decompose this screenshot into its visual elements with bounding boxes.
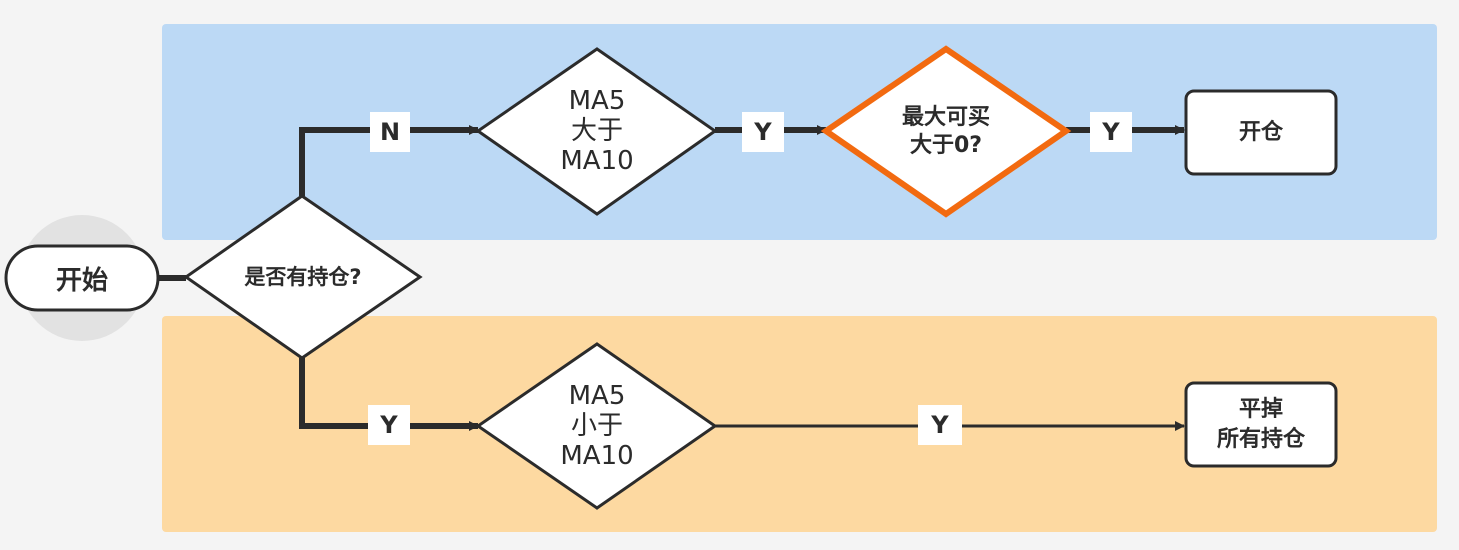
ma5-gt-line-2: 大于 [570, 116, 623, 146]
bottom-swimlane [162, 316, 1437, 532]
edge-label-top-yes-1: Y [742, 112, 784, 152]
edge-label-no: N [370, 112, 410, 152]
close-all-line-2: 所有持仓 [1216, 427, 1305, 452]
has-position-label: 是否有持仓? [244, 265, 362, 289]
ma5-lt-line-1: MA5 [568, 381, 626, 411]
close-all-line-1: 平掉 [1238, 397, 1283, 422]
close-all-node [1184, 381, 1338, 468]
open-position-node [1184, 89, 1338, 176]
ma5-gt-line-3: MA10 [560, 146, 634, 176]
edge-label-bottom-yes-2: Y [918, 405, 962, 445]
decision-max-buy-gt-zero [820, 45, 1072, 218]
start-node [4, 244, 160, 312]
edge-label-bottom-yes-1: Y [368, 405, 410, 445]
close-all-label: 平掉 所有持仓 [1186, 393, 1336, 457]
max-buy-line-1: 最大可买 [901, 105, 990, 130]
open-position-label: 开仓 [1238, 119, 1283, 145]
connector-yes-branch [299, 358, 479, 431]
max-buy-label: 最大可买 大于0? [866, 100, 1026, 164]
decision-has-position [183, 194, 423, 360]
ma5-lt-line-3: MA10 [560, 441, 634, 471]
decision-ma5-lt-ma10 [475, 342, 718, 510]
max-buy-line-2: 大于0? [909, 133, 983, 158]
ma5-lt-line-2: 小于 [570, 411, 623, 441]
edge-label-top-yes-2: Y [1090, 112, 1132, 152]
decision-ma5-gt-ma10 [475, 47, 718, 216]
ma5-gt-line-1: MA5 [568, 86, 626, 116]
start-label: 开始 [55, 265, 108, 296]
connector-no-branch [299, 125, 479, 196]
ma5-lt-ma10-label: MA5 小于 MA10 [510, 379, 684, 473]
ma5-gt-ma10-label: MA5 大于 MA10 [510, 84, 684, 178]
